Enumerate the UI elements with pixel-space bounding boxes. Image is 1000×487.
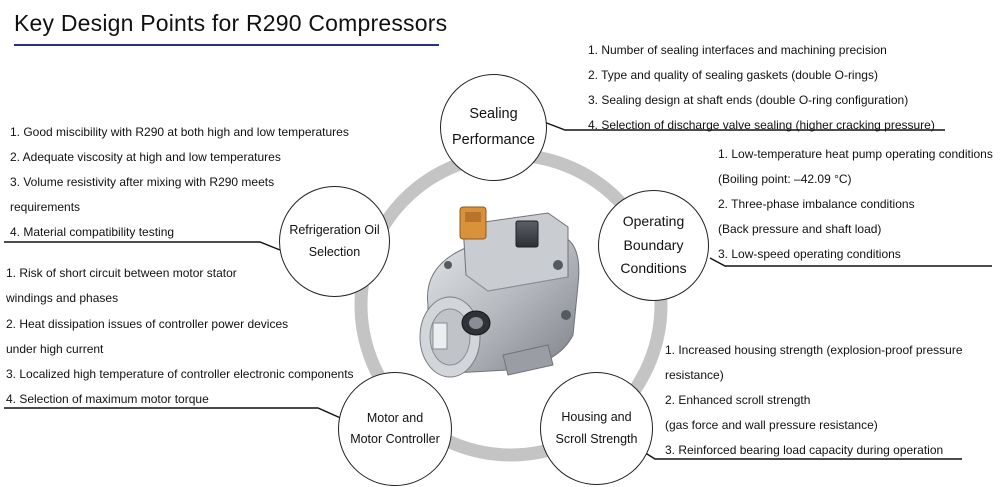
operating-point-3: 3. Low-speed operating conditions [718,247,901,261]
sealing-node-line2: Performance [451,131,535,148]
motor-node-line1: Motor and [366,410,424,425]
housing-point-1-cont: resistance) [665,368,724,382]
housing-point-3: 3. Reinforced bearing load capacity duri… [665,443,944,457]
housing-point-2-note: (gas force and wall pressure resistance) [665,418,878,432]
compressor-image [419,206,580,378]
housing-point-2: 2. Enhanced scroll strength [665,393,811,407]
motor-node-line2: Motor Controller [350,432,440,446]
motor-point-4: 4. Selection of maximum motor torque [6,392,209,406]
operating-node-line3: Conditions [620,260,687,277]
operating-node-line1: Operating [622,212,685,229]
sealing-connector [543,121,945,131]
sealing-node-line1: Sealing [469,106,518,123]
housing-scroll-node: Housing and Scroll Strength [540,372,653,485]
title-underline [14,44,439,46]
operating-point-2: 2. Three-phase imbalance conditions [718,197,915,211]
oil-point-3-cont: requirements [10,200,81,214]
diagram-title: Key Design Points for R290 Compressors [14,10,448,36]
oil-point-1: 1. Good miscibility with R290 at both hi… [10,125,349,139]
oil-point-3: 3. Volume resistivity after mixing with … [10,175,275,189]
oil-node-line1: Refrigeration Oil [289,223,380,238]
motor-point-1-cont: windings and phases [6,291,119,305]
housing-point-1: 1. Increased housing strength (explosion… [665,343,963,357]
housing-node-line2: Scroll Strength [555,431,638,446]
oil-point-2: 2. Adequate viscosity at high and low te… [10,150,281,164]
oil-connector [4,241,281,251]
sealing-point-2: 2. Type and quality of sealing gaskets (… [588,68,878,82]
operating-point-1: 1. Low-temperature heat pump operating c… [718,147,993,161]
motor-point-3: 3. Localized high temperature of control… [6,367,354,381]
motor-point-2-cont: under high current [6,342,104,356]
operating-boundary-node: Operating Boundary Conditions [598,190,709,301]
operating-point-2-note: (Back pressure and shaft load) [718,222,882,236]
sealing-point-4: 4. Selection of discharge valve sealing … [588,118,935,132]
motor-controller-node: Motor and Motor Controller [338,372,452,486]
sealing-point-1: 1. Number of sealing interfaces and mach… [588,43,887,57]
sealing-point-3: 3. Sealing design at shaft ends (double … [588,93,909,107]
housing-node-line1: Housing and [561,410,632,425]
operating-point-1-note: (Boiling point: –42.09 °C) [718,172,852,186]
sealing-performance-node: Sealing Performance [440,74,547,181]
oil-node-line2: Selection [308,244,361,259]
oil-point-4: 4. Material compatibility testing [10,225,175,239]
refrigeration-oil-node: Refrigeration Oil Selection [279,186,390,297]
operating-connector [709,257,992,267]
motor-point-1: 1. Risk of short circuit between motor s… [6,266,237,280]
operating-node-line2: Boundary [623,236,684,253]
motor-point-2: 2. Heat dissipation issues of controller… [6,317,289,331]
motor-connector [4,407,346,421]
